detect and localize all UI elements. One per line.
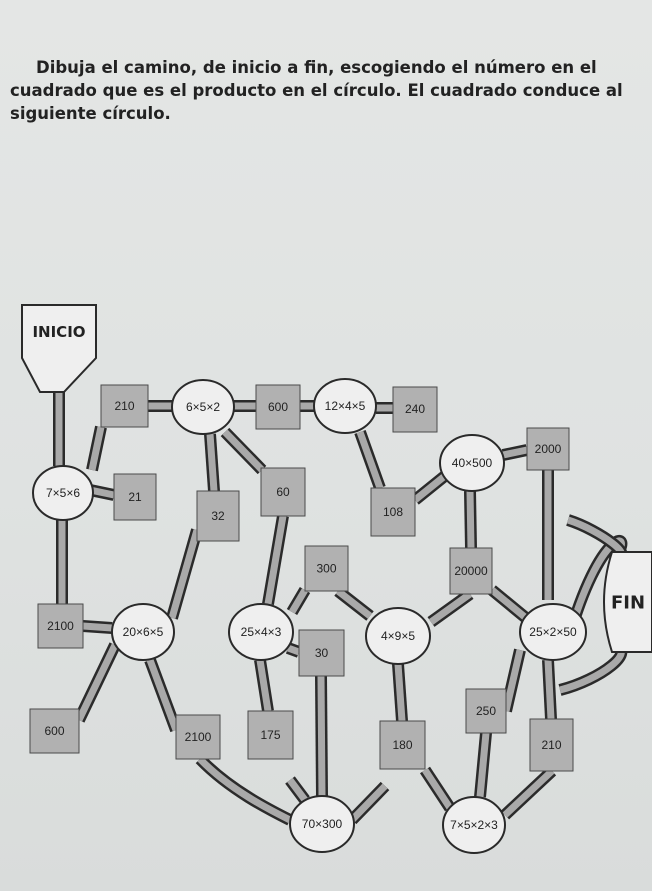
road	[168, 529, 201, 619]
road	[394, 663, 406, 722]
svg-text:21: 21	[128, 490, 142, 504]
road	[75, 643, 119, 722]
square-s7[interactable]: 60	[260, 467, 306, 517]
start-marker: INICIO	[21, 304, 97, 393]
road	[502, 446, 528, 459]
road	[466, 490, 475, 549]
svg-text:60: 60	[276, 485, 290, 499]
svg-text:2100: 2100	[185, 730, 212, 744]
square-s1[interactable]: 210	[100, 384, 149, 428]
road	[222, 429, 265, 473]
instructions-text: Dibuja el camino, de inicio a fin, escog…	[10, 58, 623, 123]
svg-text:2100: 2100	[47, 619, 74, 633]
circle-c9[interactable]: 70×300	[289, 795, 355, 853]
svg-text:40×500: 40×500	[452, 456, 493, 470]
svg-text:300: 300	[316, 562, 336, 576]
road	[206, 433, 218, 492]
square-s10[interactable]: 20000	[449, 547, 493, 595]
road	[349, 783, 388, 823]
road	[428, 591, 473, 625]
svg-text:2000: 2000	[535, 442, 562, 456]
circle-c5[interactable]: 20×6×5	[111, 603, 175, 661]
road	[146, 658, 180, 732]
square-s12[interactable]: 30	[298, 629, 345, 677]
road	[335, 588, 373, 619]
square-s14[interactable]: 600	[29, 708, 80, 754]
end-marker: FIN	[603, 551, 652, 653]
square-s6[interactable]: 32	[196, 490, 240, 542]
square-s4[interactable]: 2000	[526, 427, 570, 471]
road	[356, 430, 384, 490]
svg-text:250: 250	[476, 704, 496, 718]
road	[264, 515, 287, 605]
svg-text:600: 600	[44, 724, 64, 738]
road	[256, 659, 272, 712]
square-s17[interactable]: 180	[379, 720, 426, 770]
circle-c7[interactable]: 4×9×5	[365, 607, 431, 665]
circle-c1[interactable]: 6×5×2	[171, 379, 235, 435]
circle-c6[interactable]: 25×4×3	[228, 603, 294, 661]
road	[88, 426, 105, 471]
svg-text:175: 175	[260, 728, 280, 742]
svg-text:7×5×2×3: 7×5×2×3	[450, 818, 498, 832]
svg-text:210: 210	[541, 738, 561, 752]
road	[89, 486, 115, 499]
svg-text:7×5×6: 7×5×6	[46, 486, 80, 500]
svg-text:180: 180	[392, 738, 412, 752]
road	[412, 472, 449, 503]
svg-text:6×5×2: 6×5×2	[186, 400, 220, 414]
svg-text:20×6×5: 20×6×5	[123, 625, 164, 639]
square-s2[interactable]: 600	[255, 384, 301, 430]
square-s8[interactable]: 108	[370, 487, 416, 537]
road	[476, 732, 490, 798]
road	[288, 588, 309, 614]
square-s5[interactable]: 21	[113, 473, 157, 521]
square-s18[interactable]: 210	[529, 718, 574, 772]
svg-text:240: 240	[405, 402, 425, 416]
road	[287, 777, 308, 803]
square-s9[interactable]: 300	[304, 545, 349, 592]
end-label: FIN	[611, 593, 645, 614]
svg-text:600: 600	[268, 400, 288, 414]
circle-c4[interactable]: 40×500	[439, 434, 505, 492]
road	[286, 644, 301, 656]
svg-text:210: 210	[114, 399, 134, 413]
circle-c10[interactable]: 7×5×2×3	[442, 796, 506, 854]
circle-c2[interactable]: 12×4×5	[313, 378, 377, 434]
circle-c8[interactable]: 25×2×50	[519, 603, 587, 661]
road	[502, 649, 524, 712]
road	[489, 587, 529, 621]
road	[317, 675, 326, 797]
svg-text:25×2×50: 25×2×50	[529, 625, 577, 639]
svg-text:30: 30	[315, 646, 329, 660]
road	[502, 768, 555, 818]
svg-text:12×4×5: 12×4×5	[325, 399, 366, 413]
road	[197, 756, 292, 824]
svg-text:4×9×5: 4×9×5	[381, 629, 415, 643]
svg-text:25×4×3: 25×4×3	[241, 625, 282, 639]
road	[422, 768, 453, 810]
start-label: INICIO	[32, 323, 85, 341]
maze-paths	[53, 392, 628, 826]
circle-c3[interactable]: 7×5×6	[32, 465, 94, 521]
square-s16[interactable]: 175	[247, 710, 294, 760]
square-s13[interactable]: 250	[465, 688, 507, 734]
square-s11[interactable]: 2100	[37, 603, 84, 649]
square-s3[interactable]: 240	[392, 386, 438, 433]
road	[82, 622, 113, 632]
svg-text:20000: 20000	[454, 564, 488, 578]
svg-text:32: 32	[211, 509, 225, 523]
road	[544, 659, 555, 720]
square-s15[interactable]: 2100	[175, 714, 221, 760]
svg-text:70×300: 70×300	[302, 817, 343, 831]
svg-text:108: 108	[383, 505, 403, 519]
